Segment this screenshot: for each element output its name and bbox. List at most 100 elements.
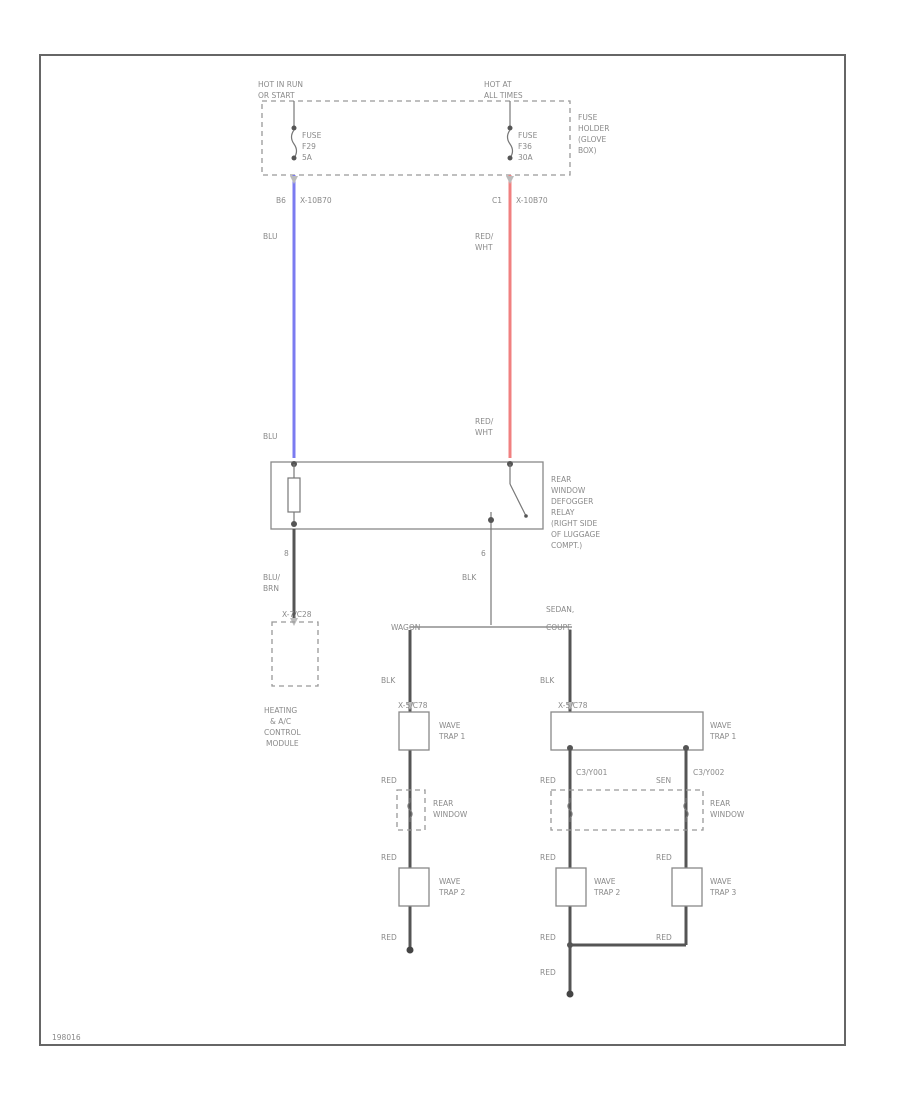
wagon-trap2-label-1: WAVE <box>439 877 461 886</box>
sedan-wire-left2-label: RED <box>540 853 556 862</box>
right-wire-top-label-1: RED/ <box>475 232 494 241</box>
control-module-label-1: HEATING <box>264 706 297 715</box>
wagon-trap1-label-1: WAVE <box>439 721 461 730</box>
left-lower-wire-label-2: BRN <box>263 584 279 593</box>
fuse-right-label-1: FUSE <box>518 131 538 140</box>
fuse-left-connector: X-10B70 <box>300 196 332 205</box>
fuse-holder-label-4: BOX) <box>578 146 597 155</box>
relay-switch-arm <box>509 483 527 517</box>
right-wire-relay-label-1: RED/ <box>475 417 494 426</box>
sedan-rear-window-element-left <box>567 798 573 822</box>
control-module-label-3: CONTROL <box>264 728 301 737</box>
wagon-connector-mark <box>406 702 414 710</box>
sedan-rear-window-label-1: REAR <box>710 799 730 808</box>
fuse-left-header-1: HOT IN RUN <box>258 80 303 89</box>
fuse-right-connector: X-10B70 <box>516 196 548 205</box>
right-wire-relay-label-2: WHT <box>475 428 493 437</box>
fuse-holder-box <box>261 100 571 176</box>
fuse-right-node-top <box>507 125 513 131</box>
sedan-top-wire-label: BLK <box>540 676 555 685</box>
relay-switch-contact <box>524 514 528 518</box>
wagon-wire2-label: RED <box>381 853 397 862</box>
sedan-trap1-label-1: WAVE <box>710 721 732 730</box>
sedan-trap2-label-1: WAVE <box>594 877 616 886</box>
wagon-rear-window-label-1: REAR <box>433 799 453 808</box>
fuse-right-connector-mark <box>506 176 514 184</box>
fuse-left-node-top <box>291 125 297 131</box>
relay-label-7: COMPT.) <box>551 541 582 550</box>
control-connector-label: X-7/C28 <box>282 610 312 619</box>
sedan-label-2: COUPE <box>546 623 572 632</box>
sedan-connector-mark <box>566 702 574 710</box>
wagon-ground-node <box>406 946 414 954</box>
sedan-trap1-label-2: TRAP 1 <box>709 732 737 741</box>
wagon-top-wire-label: BLK <box>381 676 396 685</box>
relay-label-6: OF LUGGAGE <box>551 530 600 539</box>
fuse-right-symbol <box>506 129 514 159</box>
relay-node-left-bottom <box>291 521 297 527</box>
sedan-wire-right-label: SEN <box>656 776 671 785</box>
fuse-left-pin: B6 <box>276 196 286 205</box>
fuse-left-label-2: F29 <box>302 142 316 151</box>
sedan-trap1-node-left <box>567 745 573 751</box>
wagon-rear-window-box <box>396 789 426 831</box>
wagon-label: WAGON <box>391 623 420 632</box>
relay-pin-left: 8 <box>284 549 289 558</box>
relay-label-4: RELAY <box>551 508 575 517</box>
fuse-left-node-bottom <box>291 155 297 161</box>
wagon-trap2-box <box>398 867 430 907</box>
sedan-trap2-box <box>555 867 587 907</box>
relay-label-5: (RIGHT SIDE <box>551 519 598 528</box>
sedan-connector-label: X-5/C78 <box>558 701 588 710</box>
wagon-wire1-label: RED <box>381 776 397 785</box>
wagon-rear-window-element <box>407 798 413 822</box>
sedan-label-1: SEDAN, <box>546 605 574 614</box>
sedan-rear-window-label-2: WINDOW <box>710 810 745 819</box>
fuse-right-header-2: ALL TIMES <box>484 91 523 100</box>
relay-node-ground <box>488 517 494 523</box>
sedan-wire-right2-label: RED <box>656 853 672 862</box>
sedan-connector-left-label: C3/Y001 <box>576 768 608 777</box>
figure-id: 198016 <box>52 1033 81 1042</box>
fuse-right-label-2: F36 <box>518 142 532 151</box>
relay-box <box>270 461 544 530</box>
fuse-holder-label-2: HOLDER <box>578 124 609 133</box>
right-wire-top-label-2: WHT <box>475 243 493 252</box>
relay-pin-ground: 6 <box>481 549 486 558</box>
fuse-left-label-3: 5A <box>302 153 313 162</box>
relay-label-1: REAR <box>551 475 571 484</box>
sedan-connector-right-label: C3/Y002 <box>693 768 725 777</box>
sedan-trap3-label-1: WAVE <box>710 877 732 886</box>
fuse-holder-label-1: FUSE <box>578 113 598 122</box>
wagon-trap2-label-2: TRAP 2 <box>438 888 466 897</box>
sedan-wire-final-label: RED <box>540 968 556 977</box>
fuse-right-node-bottom <box>507 155 513 161</box>
sedan-wire-bottom-right-label: RED <box>656 933 672 942</box>
control-module-box <box>271 621 319 687</box>
sedan-trap2-label-2: TRAP 2 <box>593 888 621 897</box>
wagon-trap1-box <box>398 711 430 751</box>
relay-label-3: DEFOGGER <box>551 497 593 506</box>
wagon-trap1-label-2: TRAP 1 <box>438 732 466 741</box>
wagon-connector-label: X-5/C78 <box>398 701 428 710</box>
left-wire-relay-label: BLU <box>263 432 277 441</box>
sedan-ground-node <box>566 990 574 998</box>
sedan-junction-node <box>567 942 573 948</box>
control-module-label-2: & A/C <box>270 717 291 726</box>
wagon-wire3-label: RED <box>381 933 397 942</box>
left-lower-wire-label-1: BLU/ <box>263 573 280 582</box>
sedan-trap3-box <box>671 867 703 907</box>
fuse-left-header-2: OR START <box>258 91 295 100</box>
sedan-rear-window-box <box>550 789 704 831</box>
fuse-right-header-1: HOT AT <box>484 80 512 89</box>
fuse-right-pin: C1 <box>492 196 502 205</box>
sedan-trap3-label-2: TRAP 3 <box>709 888 737 897</box>
ground-wire-label: BLK <box>462 573 477 582</box>
sedan-wire-bottom-left-label: RED <box>540 933 556 942</box>
sedan-wire-left-label: RED <box>540 776 556 785</box>
fuse-left-connector-mark <box>290 176 298 184</box>
sedan-trap1-box <box>550 711 704 751</box>
diagram-frame <box>39 54 846 1046</box>
control-module-label-4: MODULE <box>266 739 299 748</box>
